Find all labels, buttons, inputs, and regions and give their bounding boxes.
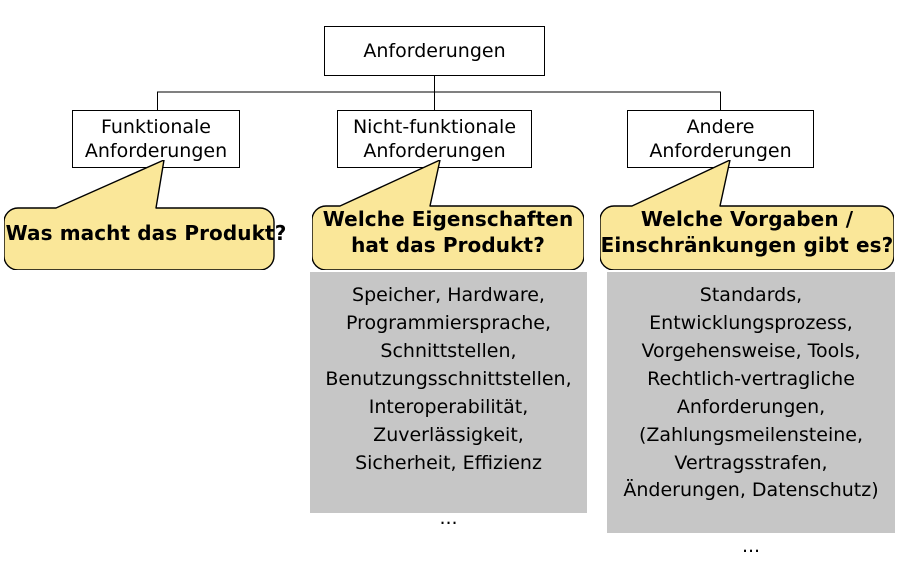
detail-panel-nicht-funktionale: Speicher, Hardware, Programmiersprache, … [310, 272, 587, 529]
node-nicht-funktionale-anforderungen[interactable]: Nicht-funktionale Anforderungen [337, 110, 532, 168]
callout-andere-text: Welche Vorgaben / Einschränkungen gibt e… [600, 207, 894, 257]
callout-bubble-shape [4, 160, 275, 270]
callout-funktionale-anforderungen[interactable]: Was macht das Produkt? [4, 160, 288, 270]
callout-bubble-shape [312, 160, 584, 270]
node-anforderungen-root[interactable]: Anforderungen [324, 26, 545, 76]
callout-nicht-funktionale-anforderungen[interactable]: Welche Eigenschaften hat das Produkt? [312, 160, 584, 270]
requirements-tree-diagram: Anforderungen Funktionale Anforderungen … [4, 26, 895, 557]
detail-panel-andere: Standards, Entwicklungsprozess, Vorgehen… [607, 272, 895, 557]
callout-funktionale-text: Was macht das Produkt? [5, 221, 287, 245]
callout-andere-anforderungen[interactable]: Welche Vorgaben / Einschränkungen gibt e… [600, 160, 894, 270]
callout-nicht-funktionale-text: Welche Eigenschaften hat das Produkt? [322, 207, 574, 257]
callout-bubble-shape [600, 160, 894, 270]
node-funktionale-anforderungen[interactable]: Funktionale Anforderungen [72, 110, 240, 168]
node-andere-anforderungen[interactable]: Andere Anforderungen [627, 110, 814, 168]
